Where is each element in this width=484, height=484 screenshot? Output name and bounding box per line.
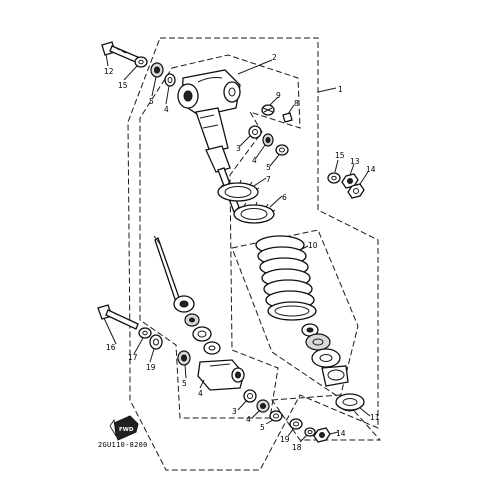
callout-5: 5	[266, 163, 271, 172]
callout-19: 19	[146, 363, 156, 372]
spring-group-boundary	[231, 229, 359, 399]
coil-spring-10	[255, 235, 317, 321]
lower-group-boundary	[271, 394, 382, 441]
mid-washer-5	[275, 144, 289, 156]
adjuster-nut-6	[233, 201, 276, 224]
callout-17: 17	[128, 353, 138, 362]
callout-14: 14	[366, 165, 376, 174]
spring-guide-11	[335, 393, 365, 412]
lower-washer-5	[269, 410, 283, 422]
callout-1: 1	[338, 85, 343, 94]
lock-nut-7	[217, 179, 260, 202]
bottom-collar-19	[289, 418, 303, 430]
callout-18: 18	[292, 443, 302, 452]
fwd-label: FWD	[119, 427, 134, 433]
callout-3: 3	[236, 144, 241, 153]
callout-11: 11	[370, 413, 380, 422]
assembly-boundary-1	[127, 37, 379, 471]
callout-14b: 14	[336, 429, 346, 438]
lower-rod-stack	[173, 295, 221, 355]
bottom-nut-14	[313, 427, 331, 443]
lower-collar-4	[256, 399, 270, 413]
bottom-washer-18	[304, 427, 316, 437]
leader-lines	[103, 53, 371, 443]
lower-bolt-16	[97, 304, 139, 330]
lower-collar-19	[149, 334, 163, 350]
lower-washer-17	[138, 327, 152, 339]
top-collar-5	[150, 62, 164, 78]
callout-labels: 1 2 3 4 5 6 7 8 9 10 11 12 13 14 15 5 4 …	[104, 53, 380, 452]
callout-7: 7	[266, 175, 271, 184]
callout-5b: 5	[149, 97, 154, 106]
callout-10: 10	[308, 241, 318, 250]
callout-13: 13	[350, 157, 360, 166]
callout-8: 8	[294, 99, 299, 108]
top-bushing-4	[164, 73, 176, 87]
part-code: 2GU110-8200	[98, 441, 148, 449]
lower-bushing-5	[177, 350, 191, 366]
callout-15b: 15	[118, 81, 128, 90]
callout-12: 12	[104, 67, 114, 76]
mid-collar-4	[262, 133, 274, 147]
callout-4: 4	[252, 156, 257, 165]
callout-15: 15	[335, 151, 345, 160]
assembly-boundary-2	[139, 54, 301, 419]
mid-bushing-3	[248, 125, 262, 139]
callout-4c: 4	[198, 389, 203, 398]
callout-4b: 4	[164, 105, 169, 114]
lower-bushing-3	[243, 389, 257, 403]
callout-16: 16	[106, 343, 116, 352]
callout-5c: 5	[182, 379, 187, 388]
callout-5d: 5	[260, 423, 265, 432]
lower-clevis	[197, 359, 245, 391]
top-washer	[134, 56, 148, 68]
spring-seat-stack	[301, 323, 349, 387]
callout-3c: 3	[232, 407, 237, 416]
clip-8	[282, 112, 293, 123]
callout-9: 9	[276, 91, 281, 100]
fwd-arrow-icon: FWD	[109, 415, 139, 441]
adjuster-knob-9	[261, 104, 275, 116]
callout-2: 2	[272, 53, 277, 62]
top-bolt	[101, 41, 141, 64]
callout-4d: 4	[246, 415, 251, 424]
side-washer-15	[327, 172, 341, 184]
callout-6: 6	[282, 193, 287, 202]
callout-19b: 19	[280, 435, 290, 444]
